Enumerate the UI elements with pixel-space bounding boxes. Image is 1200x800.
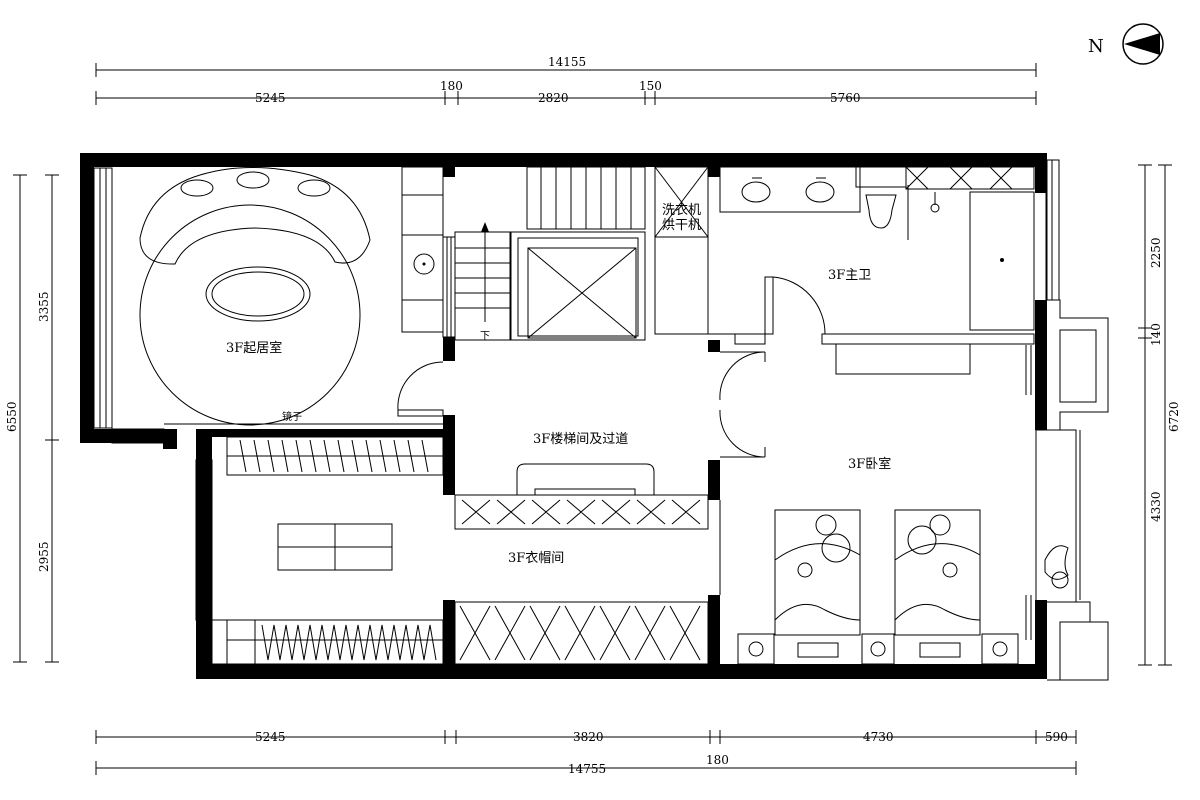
shower-drain-icon <box>1000 258 1004 262</box>
room-label-stair: 3F楼梯间及过道 <box>533 432 628 447</box>
dim-top-seg-2: 180 <box>440 79 463 93</box>
dim-top-seg-3: 2820 <box>538 91 569 105</box>
compass-arrow-icon <box>1124 33 1160 55</box>
dim-bottom-total: 14755 <box>568 762 606 776</box>
dim-top-seg-4: 150 <box>639 79 662 93</box>
stair-down-label: 下 <box>480 331 490 342</box>
dim-right-seg-3: 4330 <box>1149 491 1163 522</box>
dryer-label: 烘干机 <box>662 218 701 233</box>
wardrobe-lower <box>454 601 709 665</box>
nightstand-lamp-icon <box>992 641 1008 657</box>
room-label-bath: 3F主卫 <box>828 268 871 283</box>
room-label-living: 3F起居室 <box>226 340 282 356</box>
coffee-table-inner <box>211 271 305 317</box>
basin-icon <box>805 181 835 203</box>
elevator <box>510 231 646 341</box>
toilet-icon <box>865 194 897 229</box>
bath-door <box>764 276 826 335</box>
right-dimensions: 2250 140 4330 6720 <box>1138 164 1181 666</box>
washer-dryer: 洗衣机 烘干机 <box>654 166 709 335</box>
living-windows <box>93 167 213 621</box>
corridor-bench <box>516 463 655 496</box>
coffee-table <box>205 266 311 322</box>
room-label-bedroom: 3F卧室 <box>848 456 891 472</box>
dim-right-seg-2: 140 <box>1149 323 1163 346</box>
mirror-label: 镜子 <box>282 410 302 423</box>
dim-right-seg-1: 2250 <box>1149 237 1163 268</box>
interior-walls <box>210 167 720 664</box>
ottoman <box>180 179 214 197</box>
dim-left-seg-2: 2955 <box>37 541 51 572</box>
plant-icon <box>1044 545 1069 580</box>
storage-bench <box>277 523 393 571</box>
living-door <box>397 361 444 417</box>
dim-left-seg-1: 3355 <box>37 291 51 322</box>
nightstand-lamp-icon <box>870 641 886 657</box>
room-label-cloak: 3F衣帽间 <box>508 550 564 566</box>
bed-icon <box>774 509 861 636</box>
cloakroom: 3F衣帽间 <box>211 436 721 665</box>
hanging-rail-top <box>226 436 444 476</box>
round-rug <box>139 204 361 426</box>
dim-top-total: 14155 <box>548 55 586 69</box>
bed-icon <box>894 509 981 636</box>
staircase: 下 <box>454 166 646 342</box>
basin-icon <box>741 181 771 203</box>
dim-bottom-extra: 180 <box>706 753 729 767</box>
bedroom-double-doors <box>719 351 766 458</box>
top-dimensions: 14155 5245 180 2820 150 5760 <box>95 55 1037 105</box>
bedroom: 3F卧室 <box>737 429 1077 665</box>
ottoman <box>236 171 270 189</box>
dim-left-total: 6550 <box>5 401 19 432</box>
bedroom-right-windows <box>1025 193 1047 640</box>
master-bath: 3F主卫 <box>655 166 1035 375</box>
dim-top-seg-1: 5245 <box>255 91 286 105</box>
dim-bottom-seg-4: 590 <box>1045 730 1068 744</box>
left-dimensions: 6550 3355 2955 <box>5 174 59 663</box>
washer-label: 洗衣机 <box>662 202 701 218</box>
bottom-dimensions: 5245 3820 4730 590 14755 180 <box>95 730 1077 776</box>
compass-north-label: N <box>1088 36 1104 57</box>
hanging-rail-bottom <box>226 619 444 665</box>
dim-bottom-seg-3: 4730 <box>863 730 894 744</box>
wardrobe-upper <box>454 494 709 530</box>
sink-icon <box>413 253 435 275</box>
ottoman <box>297 179 331 197</box>
living-room: 3F起居室 镜子 <box>139 167 445 426</box>
dim-right-total: 6720 <box>1167 401 1181 432</box>
dim-bottom-seg-1: 5245 <box>255 730 286 744</box>
dim-bottom-seg-2: 3820 <box>573 730 604 744</box>
tall-cabinet <box>401 166 444 333</box>
compass: N <box>1088 23 1164 65</box>
exterior-walls <box>80 153 1047 679</box>
dim-top-seg-5: 5760 <box>830 91 861 105</box>
curved-sofa <box>139 167 371 265</box>
nightstand-lamp-icon <box>748 641 764 657</box>
compass-icon <box>1122 23 1164 65</box>
right-bay-windows <box>1046 159 1109 681</box>
